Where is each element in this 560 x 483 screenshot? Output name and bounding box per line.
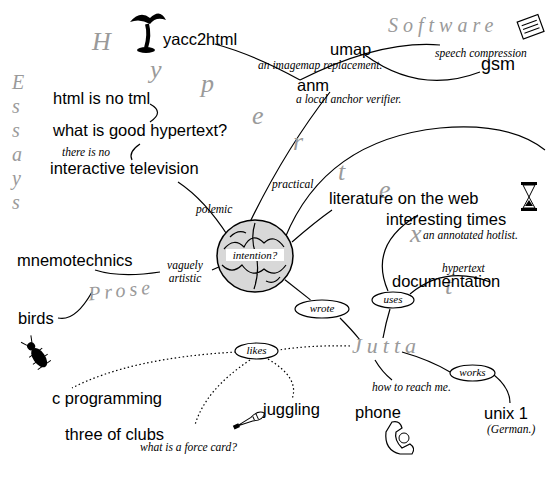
literature-line [292,210,332,242]
section-title: Prose [87,276,155,305]
section-title: y [150,56,162,85]
oval-outline [450,365,495,381]
relation-oval: wrote [294,299,350,319]
topic-text: html is no tml [53,89,150,107]
likes-line [268,359,294,399]
section-title: Software [388,14,498,36]
annotation-text: practical [272,178,314,191]
topic-text: c programming [52,389,162,407]
topic-text: interactive television [50,159,199,177]
section-title: Jutta [352,334,421,358]
software-icon [517,14,544,38]
annotation-text: how to reach me. [372,381,451,394]
relation-oval: uses [371,291,415,309]
likes-line [279,346,350,350]
hourglass-sand [525,200,533,206]
topic-text: what is good hypertext? [53,121,227,139]
palm-fronds [130,13,166,24]
topic-text: interesting times [386,210,506,228]
annotation-text: a local anchor verifier. [296,93,401,106]
brain-folds [222,223,286,289]
brain-outline [217,220,293,292]
phone-handset [386,422,414,454]
club-icon [232,410,266,431]
phone-icon [386,422,414,454]
node-text: likes [234,344,279,356]
annotation-text: what is a force card? [140,441,237,454]
oval-outline [295,300,349,318]
node-text: wrote [294,302,350,314]
palm-trunk [146,24,148,48]
section-title: H [92,28,111,57]
annotation-text: polemic [196,203,232,216]
essay-line [150,104,158,122]
section-title: t [338,158,345,187]
topic-text: unix 1 [484,404,528,422]
topic-text: yacc2html [163,30,237,48]
connector-line [285,280,311,300]
connector [285,280,311,300]
node-text: uses [371,293,415,305]
bug-icon [19,334,53,372]
annotation-text: there is no [62,146,110,159]
section-title: r [293,128,303,157]
annotation-text: vaguely artistic [160,259,210,284]
hourglass-glass [523,185,535,208]
essay-line [131,144,140,160]
hourglass-icon [521,182,537,211]
relation-oval: likes [234,342,279,360]
likes-line [195,360,250,425]
disk-shape [517,14,544,38]
works-line [494,375,510,403]
section-title: e [252,102,264,131]
node-text: works [449,366,496,378]
topic-text: phone [355,403,401,421]
palm-base [137,47,155,53]
annotation-text: an imagemap replacement. [258,59,382,72]
topic-text: gsm [481,55,515,75]
likes-line [72,352,236,388]
topic-text: mnemotechnics [17,251,133,269]
brain-node: intention? [216,219,294,293]
phone-line [375,360,392,380]
phone-dial [399,433,409,443]
topic-text: anm [297,76,329,94]
bug-legs [19,334,52,371]
section-title: Essays [12,70,26,214]
practical-line [250,92,330,222]
relation-oval: works [449,364,496,382]
club-handle [233,423,240,429]
annotation-text: an annotated hotlist. [423,229,518,242]
topic-text: literature on the web [329,189,479,207]
palm-icon [130,13,166,53]
node-text: intention? [226,249,284,261]
section-title: p [201,70,214,99]
disk-lines [522,20,540,33]
prose-line [95,270,160,275]
bug-head [26,341,37,352]
topic-text: umap [330,40,371,58]
club-stripe [252,414,258,421]
topic-text: juggling [263,400,320,418]
topic-text: three of clubs [65,425,164,443]
prose-line [58,292,92,318]
topic-text: birds [18,309,54,327]
topic-text: documentation [392,272,500,290]
oval-outline [372,292,414,308]
club-shape [236,410,266,429]
hypertext-arc [285,127,545,238]
oval-outline [235,343,278,359]
annotation-text: (German.) [487,423,535,436]
